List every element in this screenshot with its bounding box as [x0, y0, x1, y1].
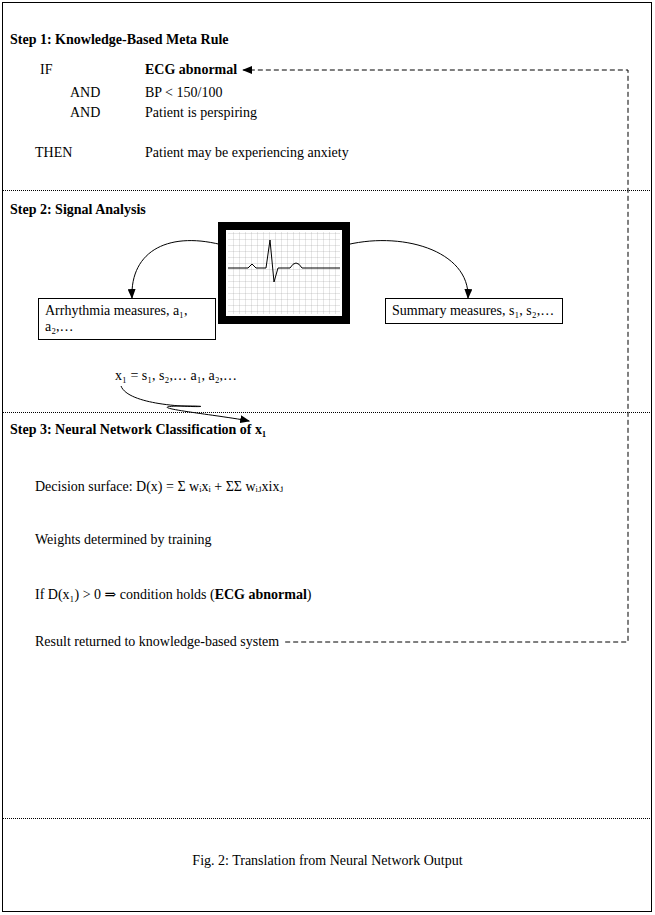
figure-caption: Fig. 2: Translation from Neural Network …	[0, 853, 655, 869]
process-box: Summary measures, s₁, s₂,…	[385, 298, 563, 324]
step-title: Step 2: Signal Analysis	[10, 202, 146, 218]
text-line: x₁ = s₁, s₂,… a₁, a₂,…	[115, 368, 237, 384]
text-line: Patient is perspiring	[145, 105, 257, 121]
step-band: Step 2: Signal Analysis x₁ = s₁, s₂,… a₁,…	[3, 190, 652, 413]
text-line: BP < 150/100	[145, 85, 222, 101]
process-box: Arrhythmia measures, a₁, a₂,…	[38, 298, 216, 340]
text-line: ECG abnormal	[145, 62, 237, 78]
step-band: Step 3: Neural Network Classification of…	[3, 412, 652, 819]
text-line: Summary measures, s₁, s₂,…	[392, 303, 556, 319]
text-line: If D(x₁) > 0 ⇒ condition holds (ECG abno…	[35, 587, 312, 603]
text-line: Decision surface: D(x) = Σ wᵢxᵢ + ΣΣ wᵢⱼ…	[35, 479, 283, 495]
text-line: Arrhythmia measures, a₁, a₂,…	[45, 303, 209, 335]
text-line: AND	[70, 105, 100, 121]
text-line: AND	[70, 85, 100, 101]
text-line: Weights determined by training	[35, 532, 212, 548]
text-line: THEN	[35, 145, 72, 161]
step-band: Step 1: Knowledge-Based Meta RuleIF ECG a…	[3, 3, 652, 191]
text-line: Result returned to knowledge-based syste…	[35, 634, 279, 650]
text-line: IF	[40, 62, 52, 78]
text-line: Patient may be experiencing anxiety	[145, 145, 349, 161]
step-title: Step 3: Neural Network Classification of…	[10, 422, 266, 438]
step-title: Step 1: Knowledge-Based Meta Rule	[10, 32, 229, 48]
flow-arrow	[121, 386, 249, 421]
